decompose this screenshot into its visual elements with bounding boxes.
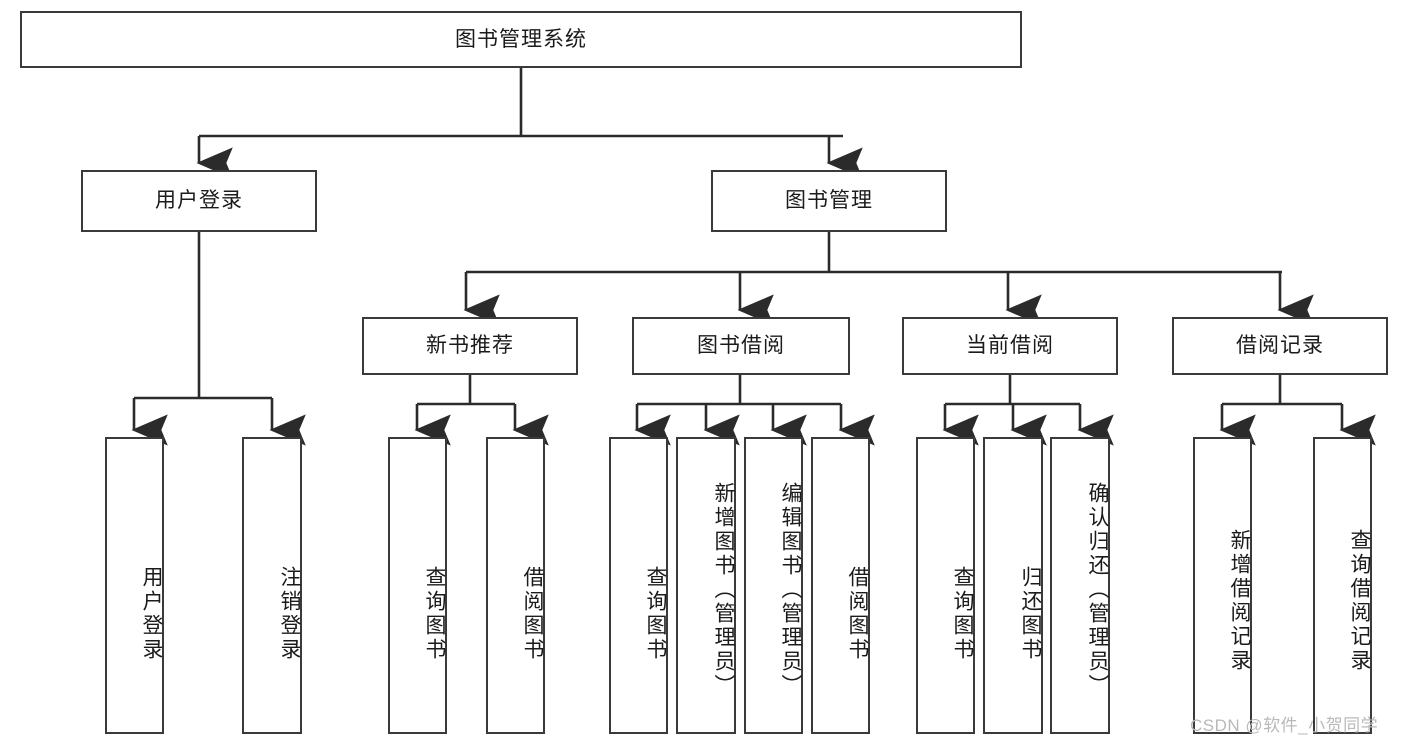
leaf-borrow-add-book-admin[interactable]: 新增图书（管理员）: [676, 437, 736, 734]
leaf-borrow-edit-book-admin[interactable]: 编辑图书（管理员）: [744, 437, 803, 734]
leaf-recommend-query-book[interactable]: 查询图书: [388, 437, 447, 734]
node-root-system[interactable]: 图书管理系统: [20, 11, 1022, 68]
leaf-current-confirm-return-admin[interactable]: 确认归还（管理员）: [1050, 437, 1110, 734]
node-borrow-record[interactable]: 借阅记录: [1172, 317, 1388, 375]
leaf-current-query-book[interactable]: 查询图书: [916, 437, 975, 734]
node-user-login[interactable]: 用户登录: [81, 170, 317, 232]
node-current-borrow[interactable]: 当前借阅: [902, 317, 1118, 375]
leaf-user-login-signin[interactable]: 用户登录: [105, 437, 164, 734]
node-book-management[interactable]: 图书管理: [711, 170, 947, 232]
node-new-book-recommend[interactable]: 新书推荐: [362, 317, 578, 375]
leaf-borrow-borrow-book[interactable]: 借阅图书: [811, 437, 870, 734]
leaf-recommend-borrow-book[interactable]: 借阅图书: [486, 437, 545, 734]
csdn-watermark: CSDN @软件_小贺同学: [1190, 716, 1379, 735]
leaf-record-add-record[interactable]: 新增借阅记录: [1193, 437, 1252, 734]
leaf-borrow-query-book[interactable]: 查询图书: [609, 437, 668, 734]
leaf-current-return-book[interactable]: 归还图书: [983, 437, 1043, 734]
node-book-borrow[interactable]: 图书借阅: [632, 317, 850, 375]
leaf-record-query-record[interactable]: 查询借阅记录: [1313, 437, 1372, 734]
leaf-user-login-signout[interactable]: 注销登录: [242, 437, 302, 734]
